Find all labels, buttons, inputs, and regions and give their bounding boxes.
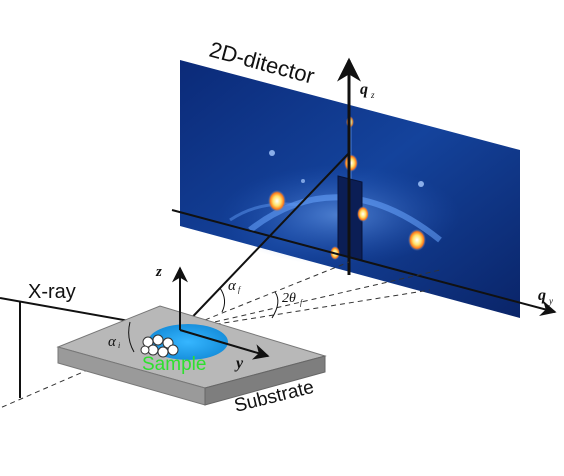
alpha-i-subscript: i: [118, 341, 120, 350]
particle: [140, 345, 150, 355]
two-theta-label: 2θ: [282, 291, 296, 306]
weak-spot-1: [269, 150, 275, 156]
y-axis: [179, 329, 270, 360]
projection-line-specular: [179, 261, 350, 331]
bragg-spot-right: [408, 229, 426, 251]
alpha-f-arc: [219, 287, 226, 313]
weak-spot-3: [301, 179, 305, 183]
sample: [140, 324, 228, 360]
weak-spot-2: [418, 181, 424, 187]
sample-label: Sample: [142, 354, 206, 375]
qz-label: q: [360, 81, 368, 98]
particle: [167, 344, 179, 356]
two-theta-subscript: f: [300, 298, 304, 307]
alpha-i-arc: [128, 321, 135, 353]
exit-beam: [179, 151, 351, 331]
qy-axis: [171, 209, 557, 317]
alpha-f-label: α: [228, 278, 237, 294]
incident-projection: [0, 329, 181, 409]
bragg-spot-center: [357, 206, 369, 222]
substrate-side: [204, 355, 326, 406]
y-label: y: [234, 355, 244, 372]
projection-line-horizon: [179, 269, 441, 331]
projection-line-scattered: [179, 289, 431, 331]
two-theta-arc: [271, 291, 279, 319]
qy-label: q: [538, 287, 546, 304]
z-label: z: [155, 264, 162, 280]
alpha-f-subscript: f: [238, 285, 242, 294]
particle: [152, 334, 164, 346]
qz-subscript: z: [370, 90, 375, 100]
xray-label: X-ray: [28, 281, 76, 303]
scatter-arc-left: [229, 202, 301, 222]
qy-subscript: y: [548, 296, 553, 306]
bragg-spot-left: [268, 190, 286, 212]
alpha-i-label: α: [108, 334, 117, 350]
